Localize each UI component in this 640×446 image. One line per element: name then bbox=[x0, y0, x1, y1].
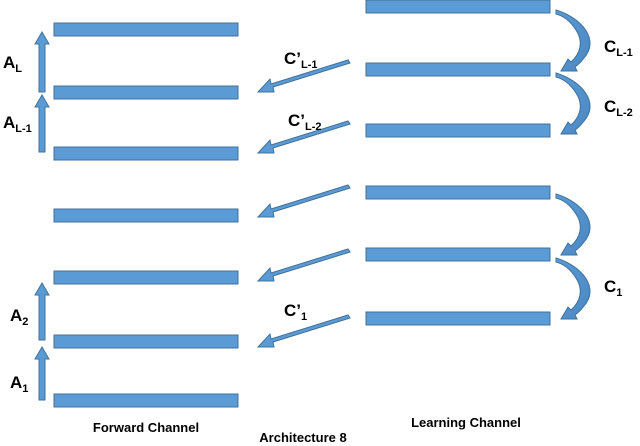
forward-layer-6 bbox=[53, 334, 239, 349]
learning-layer-1 bbox=[365, 0, 551, 14]
forward-layer-2 bbox=[53, 85, 239, 100]
label-c-prime-1: C’1 bbox=[284, 301, 307, 323]
diagonal-arrow-icon-5 bbox=[256, 314, 351, 348]
arrow-up-icon-a2 bbox=[34, 282, 50, 341]
arrow-up-icon-a1 bbox=[34, 346, 50, 401]
arrow-up-icon-al1 bbox=[34, 94, 50, 153]
learning-channel bbox=[365, 0, 551, 326]
diagonal-arrow-icon-3 bbox=[256, 184, 351, 218]
curved-arrows bbox=[555, 9, 591, 320]
diagonal-arrow-icon-4 bbox=[256, 248, 351, 282]
label-c-l1: CL-1 bbox=[604, 37, 633, 59]
label-a-l1: AL-1 bbox=[3, 113, 32, 135]
forward-arrows bbox=[34, 31, 50, 401]
learning-layer-6 bbox=[365, 311, 551, 326]
label-a-2: A2 bbox=[10, 306, 28, 328]
label-a-1: A1 bbox=[10, 373, 28, 395]
curved-arrow-icon-cl2 bbox=[555, 72, 591, 135]
label-c-prime-l1: C’L-1 bbox=[284, 49, 318, 71]
caption-learning-channel: Learning Channel bbox=[411, 415, 521, 430]
caption-forward-channel: Forward Channel bbox=[93, 420, 199, 435]
label-a-l: AL bbox=[3, 53, 22, 75]
arrow-up-icon-al bbox=[34, 31, 50, 93]
feedback-arrows bbox=[256, 59, 351, 348]
diagonal-arrow-icon-1 bbox=[256, 59, 351, 93]
forward-layer-3 bbox=[53, 146, 239, 161]
learning-layer-5 bbox=[365, 247, 551, 262]
label-c-l2: CL-2 bbox=[604, 97, 633, 119]
label-c-1: C1 bbox=[604, 277, 622, 299]
diagonal-arrow-icon-2 bbox=[256, 120, 351, 154]
learning-layer-4 bbox=[365, 185, 551, 200]
caption-architecture: Architecture 8 bbox=[259, 430, 346, 445]
learning-layer-3 bbox=[365, 123, 551, 138]
forward-channel bbox=[53, 22, 239, 408]
forward-layer-5 bbox=[53, 270, 239, 285]
forward-layer-1 bbox=[53, 22, 239, 37]
curved-arrow-icon-c1 bbox=[555, 257, 591, 320]
curved-arrow-icon-cl1 bbox=[555, 9, 591, 72]
forward-layer-4 bbox=[53, 208, 239, 223]
curved-arrow-icon-c-mid bbox=[555, 193, 591, 256]
learning-layer-2 bbox=[365, 62, 551, 77]
label-c-prime-l2: C’L-2 bbox=[288, 111, 322, 133]
forward-layer-7 bbox=[53, 393, 239, 408]
